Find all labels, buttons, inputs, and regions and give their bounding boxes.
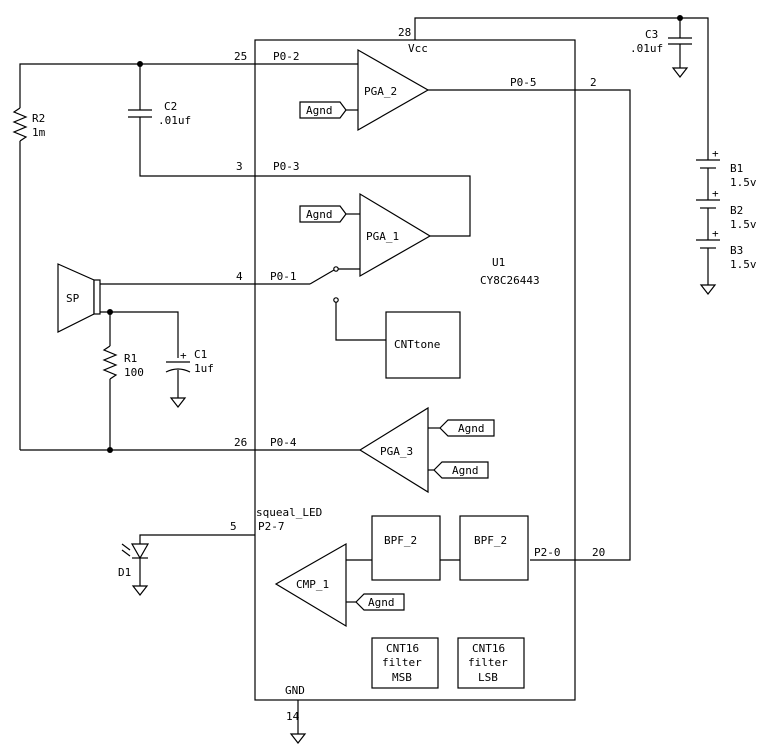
- cnt16-lsb-line3: LSB: [478, 671, 498, 684]
- b3-value: 1.5v: [730, 258, 757, 271]
- d1-ref: D1: [118, 566, 131, 579]
- b1-ref: B1: [730, 162, 743, 175]
- pga3-label: PGA_3: [380, 445, 413, 458]
- ground-symbol: [169, 397, 187, 408]
- port-p0-4: P0-4: [270, 436, 297, 449]
- c2-value: .01uf: [158, 114, 191, 127]
- b1-value: 1.5v: [730, 176, 757, 189]
- p0-2-net: 25 P0-2: [19, 50, 358, 108]
- switch: 4 P0-1: [100, 266, 386, 341]
- pga3-block: PGA_3 Agnd Agnd: [358, 406, 495, 494]
- agnd-tag: [433, 461, 489, 479]
- cnt16-lsb-line2: filter: [468, 656, 508, 669]
- port-p0-2: P0-2: [273, 50, 300, 63]
- cnt16-msb-block: CNT16 filter MSB: [371, 637, 439, 689]
- b2-value: 1.5v: [730, 218, 757, 231]
- pga2-block: PGA_2 Agnd P0-5 2: [299, 48, 631, 561]
- agnd-label: Agnd: [452, 464, 479, 477]
- bpf-right-label: BPF_2: [474, 534, 507, 547]
- cnt16-msb-line1: CNT16: [386, 642, 419, 655]
- port-p2-0: P2-0: [534, 546, 561, 559]
- chip-part: CY8C26443: [480, 274, 540, 287]
- pin-p0-4: 26: [234, 436, 247, 449]
- port-p0-1: P0-1: [270, 270, 297, 283]
- vcc-label: Vcc: [408, 42, 428, 55]
- pin-vcc: 28: [398, 26, 411, 39]
- pin-p0-3: 3: [236, 160, 243, 173]
- battery-b1: + B1 1.5v: [696, 147, 757, 200]
- b1-plus: +: [712, 147, 719, 160]
- c1-value: 1uf: [194, 362, 214, 375]
- b2-ref: B2: [730, 204, 743, 217]
- gnd-label: GND: [285, 684, 305, 697]
- pin-p0-1: 4: [236, 270, 243, 283]
- agnd-label: Agnd: [368, 596, 395, 609]
- b3-ref: B3: [730, 244, 743, 257]
- pin-gnd: 14: [286, 710, 300, 723]
- c3-ref: C3: [645, 28, 658, 41]
- agnd-label: Agnd: [306, 208, 333, 221]
- pga1-label: PGA_1: [366, 230, 399, 243]
- cmp1-label: CMP_1: [296, 578, 329, 591]
- cnt16-msb-line2: filter: [382, 656, 422, 669]
- cnt16-msb-line3: MSB: [392, 671, 412, 684]
- ground-symbol: [671, 67, 689, 78]
- r2-ref: R2: [32, 112, 45, 125]
- bpf-block-left: [371, 515, 441, 581]
- ground-symbol: [289, 733, 307, 744]
- ground-symbol: [699, 284, 717, 295]
- ground-symbol: [131, 585, 149, 596]
- speaker-sp: SP: [57, 263, 179, 358]
- cnt16-lsb-line1: CNT16: [472, 642, 505, 655]
- pin-p0-2: 25: [234, 50, 247, 63]
- b3-plus: +: [712, 227, 719, 240]
- battery-b3: + B3 1.5v: [696, 227, 757, 295]
- cnttone-block: CNTtone: [385, 311, 461, 379]
- pga2-label: PGA_2: [364, 85, 397, 98]
- cnt16-lsb-block: CNT16 filter LSB: [457, 637, 525, 689]
- agnd-tag: [355, 593, 405, 611]
- gnd-pin: 14: [286, 700, 307, 744]
- pin-p0-5: 2: [590, 76, 597, 89]
- vcc-net: 28: [398, 15, 709, 160]
- led-d1: D1: [118, 543, 150, 596]
- resistor-r2: R2 1m: [12, 107, 46, 450]
- c3-value: .01uf: [630, 42, 663, 55]
- cnttone-label: CNTtone: [394, 338, 440, 351]
- port-p0-5: P0-5: [510, 76, 537, 89]
- b2-plus: +: [712, 187, 719, 200]
- agnd-tag: [299, 101, 347, 119]
- port-p2-7: P2-7: [258, 520, 285, 533]
- pin-p2-7: 5: [230, 520, 237, 533]
- capacitor-c3: C3 .01uf: [630, 18, 692, 78]
- bpf-chain: BPF_2 BPF_2 P2-0 20: [346, 515, 605, 581]
- pin-p2-0: 20: [592, 546, 605, 559]
- agnd-label: Agnd: [458, 422, 485, 435]
- p0-4-net: 26 P0-4: [20, 436, 360, 453]
- sp-ref: SP: [66, 292, 80, 305]
- bpf-left-label: BPF_2: [384, 534, 417, 547]
- r1-ref: R1: [124, 352, 137, 365]
- p2-7-net: squeal_LED 5 P2-7: [139, 506, 322, 544]
- c2-ref: C2: [164, 100, 177, 113]
- port-p0-3: P0-3: [273, 160, 300, 173]
- chip-ref: U1: [492, 256, 505, 269]
- squeal-led-label: squeal_LED: [256, 506, 322, 519]
- agnd-tag: [299, 205, 347, 223]
- c1-plus: +: [180, 349, 187, 362]
- c1-ref: C1: [194, 348, 207, 361]
- r2-value: 1m: [32, 126, 46, 139]
- capacitor-c2: C2 .01uf 3 P0-3: [128, 64, 471, 237]
- bpf-block-right: [459, 515, 529, 581]
- battery-b2: + B2 1.5v: [696, 187, 757, 240]
- resistor-r1: R1 100: [102, 345, 144, 450]
- r1-value: 100: [124, 366, 144, 379]
- agnd-label: Agnd: [306, 104, 333, 117]
- pga1-block: PGA_1 Agnd: [299, 192, 432, 278]
- capacitor-c1: + C1 1uf: [165, 348, 214, 408]
- cmp1-block: CMP_1 Agnd: [274, 542, 405, 628]
- agnd-tag: [439, 419, 495, 437]
